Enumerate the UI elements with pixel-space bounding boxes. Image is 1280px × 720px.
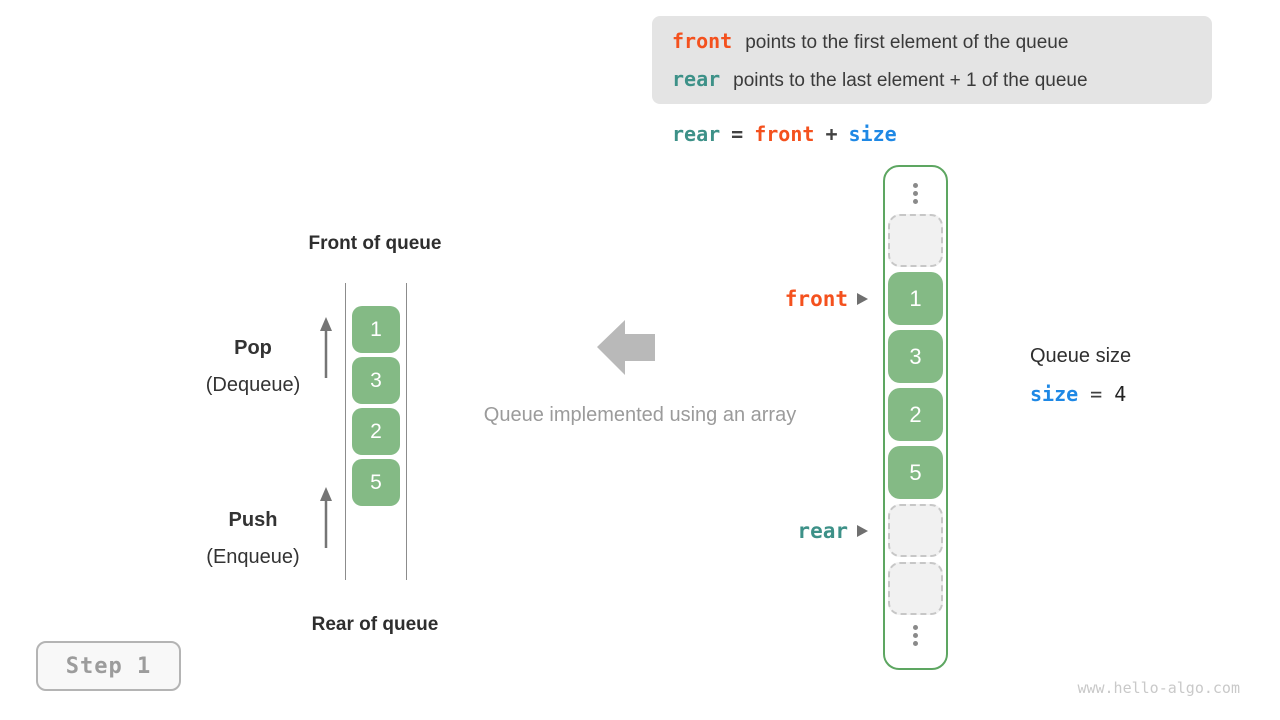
rear-keyword: rear — [672, 66, 721, 91]
array-cell-value: 2 — [888, 388, 943, 441]
front-pointer: front — [698, 285, 868, 313]
channel-line-left — [345, 283, 346, 580]
queue-value-box: 3 — [352, 357, 400, 404]
rear-pointer-label: rear — [797, 519, 848, 543]
queue-size-title: Queue size — [1030, 345, 1132, 367]
array-cell-empty — [888, 504, 943, 557]
array-cell-value: 1 — [888, 272, 943, 325]
right-arrowhead-icon — [857, 525, 868, 537]
push-subtitle: (Enqueue) — [206, 546, 300, 568]
array-cell-value: 5 — [888, 446, 943, 499]
rear-description: points to the last element + 1 of the qu… — [733, 69, 1088, 91]
left-block-arrow-icon — [597, 320, 655, 375]
pop-label: Pop (Dequeue) — [170, 330, 336, 404]
ellipsis-dots-icon — [913, 183, 918, 204]
watermark: www.hello-algo.com — [1077, 679, 1240, 697]
front-pointer-label: front — [784, 287, 848, 311]
legend-line-rear: rear points to the last element + 1 of t… — [672, 67, 1212, 92]
array-cell-empty — [888, 214, 943, 267]
rear-pointer: rear — [698, 517, 868, 545]
legend-box: front points to the first element of the… — [652, 16, 1212, 104]
pop-subtitle: (Dequeue) — [205, 374, 301, 396]
front-keyword: front — [672, 28, 733, 53]
formula: rear = front + size — [672, 122, 897, 146]
push-title: Push — [228, 509, 278, 531]
array-cell-empty — [888, 562, 943, 615]
push-label: Push (Enqueue) — [170, 502, 336, 576]
size-variable: size — [1030, 382, 1079, 406]
right-arrowhead-icon — [857, 293, 868, 305]
formula-rear: rear — [672, 122, 721, 146]
front-of-queue-label: Front of queue — [308, 233, 442, 254]
queue-value-box: 5 — [352, 459, 400, 506]
queue-value-box: 2 — [352, 408, 400, 455]
rear-of-queue-label: Rear of queue — [311, 614, 439, 635]
formula-front: front — [754, 122, 815, 146]
queue-size-equation: size = 4 — [1030, 382, 1126, 406]
step-badge: Step 1 — [36, 641, 181, 691]
channel-line-right — [406, 283, 407, 580]
size-value: 4 — [1114, 382, 1127, 406]
formula-size: size — [848, 122, 897, 146]
front-description: points to the first element of the queue — [745, 31, 1069, 53]
queue-value-box: 1 — [352, 306, 400, 353]
formula-equals: = — [731, 122, 744, 146]
formula-plus: + — [825, 122, 838, 146]
pop-up-arrow-icon — [320, 317, 332, 378]
size-equals: = — [1090, 382, 1103, 406]
ellipsis-dots-icon — [913, 625, 918, 646]
center-caption: Queue implemented using an array — [483, 404, 797, 426]
array-cell-value: 3 — [888, 330, 943, 383]
push-up-arrow-icon — [320, 487, 332, 548]
pop-title: Pop — [234, 337, 272, 359]
legend-line-front: front points to the first element of the… — [672, 29, 1212, 54]
